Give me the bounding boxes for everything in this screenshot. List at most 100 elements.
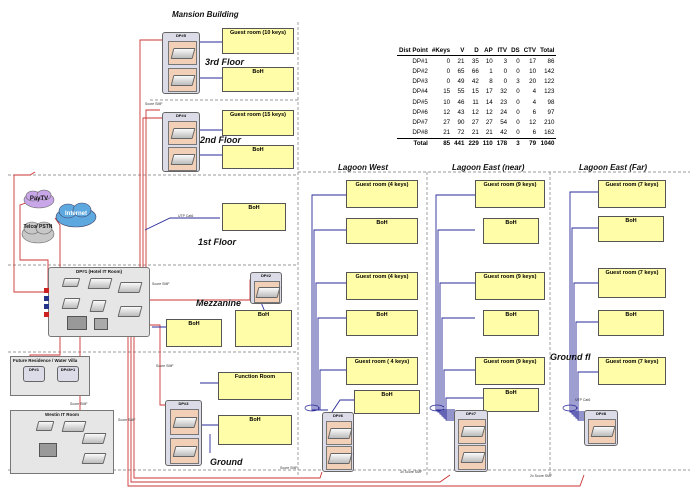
table-cell: 72 [457, 129, 465, 137]
table-cell: DP#7 [412, 118, 428, 126]
port-blue-icon [44, 296, 49, 301]
table-cell: 0 [446, 57, 451, 65]
switch-icon [460, 426, 486, 437]
table-cell: 162 [544, 129, 555, 137]
telco-cloud [21, 221, 55, 244]
firewall-icon [61, 298, 81, 309]
switch-icon [255, 287, 281, 298]
table-cell: 1 [489, 67, 493, 75]
table-cell: 142 [544, 67, 555, 75]
dp1-it-room: DP#1 (Hotel IT Room) [48, 267, 150, 337]
dp-future-b: DP#8+1 [57, 366, 79, 382]
room-boh-3f: BoH [222, 67, 294, 92]
table-cell: 90 [457, 118, 465, 126]
table-header-cell: V [452, 45, 467, 57]
table-cell: 97 [547, 108, 555, 116]
boh-switch-panel [168, 147, 197, 171]
table-cell: 14 [485, 98, 493, 106]
table-header-cell: CTV [521, 45, 539, 57]
westin-it-room: Westin IT Room [10, 410, 114, 474]
boh-switch-panel [168, 68, 197, 92]
table-cell: 0 [516, 98, 520, 106]
switch-icon [170, 75, 196, 86]
lf-boh-a: BoH [598, 216, 664, 242]
table-cell: 0 [516, 67, 520, 75]
table-cell: 6 [532, 129, 537, 137]
table-cell: 15 [443, 88, 451, 96]
room-boh-mezz-a: BoH [166, 319, 222, 347]
cable-label: UTP Cat6 [575, 398, 591, 402]
table-total-cell: 441 [452, 137, 467, 149]
table-header-cell: Total [538, 45, 557, 57]
table-cell: 10 [443, 98, 451, 106]
table-cell: 12 [485, 108, 493, 116]
floor-first: 1st Floor [198, 237, 237, 247]
router-icon [61, 278, 81, 287]
table-cell: 86 [547, 57, 555, 65]
staff-network-switch-icon [117, 306, 143, 317]
table-total-cell: Total [397, 137, 430, 149]
switch-panel [170, 438, 199, 464]
table-cell: 66 [471, 67, 479, 75]
dp5-box: DP#5 [162, 32, 200, 94]
table-cell: 55 [457, 88, 465, 96]
switch-icon [460, 452, 486, 463]
router-icon [35, 421, 55, 431]
table-cell: 0 [503, 78, 508, 86]
switch-icon [172, 417, 198, 428]
table-cell: 0 [516, 118, 520, 126]
table-cell: 27 [443, 118, 451, 126]
table-cell: 32 [500, 88, 508, 96]
table-cell: 10 [485, 57, 493, 65]
table-cell: 20 [529, 78, 537, 86]
table-cell: 0 [446, 67, 451, 75]
switch-icon [170, 154, 196, 165]
guest-switch-panel [168, 121, 197, 145]
paytv-cloud [23, 189, 55, 209]
cable-label: Score SMF [118, 418, 136, 422]
wlc-icon [94, 318, 108, 330]
cable-label: Score SMF [70, 402, 88, 406]
floor-mezzanine: Mezzanine [196, 298, 242, 308]
le-boh-c: BoH [483, 388, 539, 412]
table-cell: 17 [529, 57, 537, 65]
table-total-cell: 1040 [538, 137, 557, 149]
section-mansion: Mansion Building [172, 10, 239, 19]
dp7-box: DP#7 [454, 410, 488, 472]
le-guest-9-b: Guest room (9 keys) [475, 272, 545, 300]
cable-label: Score SMF [280, 466, 298, 470]
cable-label: 2x Score SMF [530, 474, 553, 478]
dp2-box: DP#2 [250, 272, 282, 304]
switch-panel [458, 419, 486, 444]
lw-guest-4-c: Guest room ( 4 keys) [346, 357, 418, 385]
future-residence-panel: Future Residence / Water Villa DP#1 DP#8… [10, 356, 90, 396]
switch-panel [458, 445, 486, 470]
switch-panel [254, 281, 281, 303]
telco-label: Telco/ PSTN [23, 224, 53, 230]
table-cell: 0 [516, 57, 520, 65]
table-cell: 11 [472, 98, 479, 106]
port-red-icon [44, 288, 49, 293]
table-cell: 3 [516, 78, 520, 86]
table-cell: DP#1 [412, 57, 428, 65]
lw-boh-b: BoH [346, 310, 418, 336]
table-total-cell: 79 [521, 137, 539, 149]
le-guest-9-c: Guest room (9 keys) [475, 357, 545, 385]
table-cell: 17 [485, 88, 493, 96]
cable-label: 3x Score SMF [400, 470, 423, 474]
room-guest-15: Guest room (15 keys) [222, 110, 294, 136]
table-cell: DP#6 [412, 108, 428, 116]
table-cell: DP#5 [412, 98, 428, 106]
lf-guest-7-a: Guest room (7 keys) [598, 180, 666, 208]
cable-label: Score SMF [152, 282, 170, 286]
table-cell: 23 [500, 98, 508, 106]
switch-icon [327, 428, 353, 439]
table-cell: DP#8 [412, 129, 428, 137]
